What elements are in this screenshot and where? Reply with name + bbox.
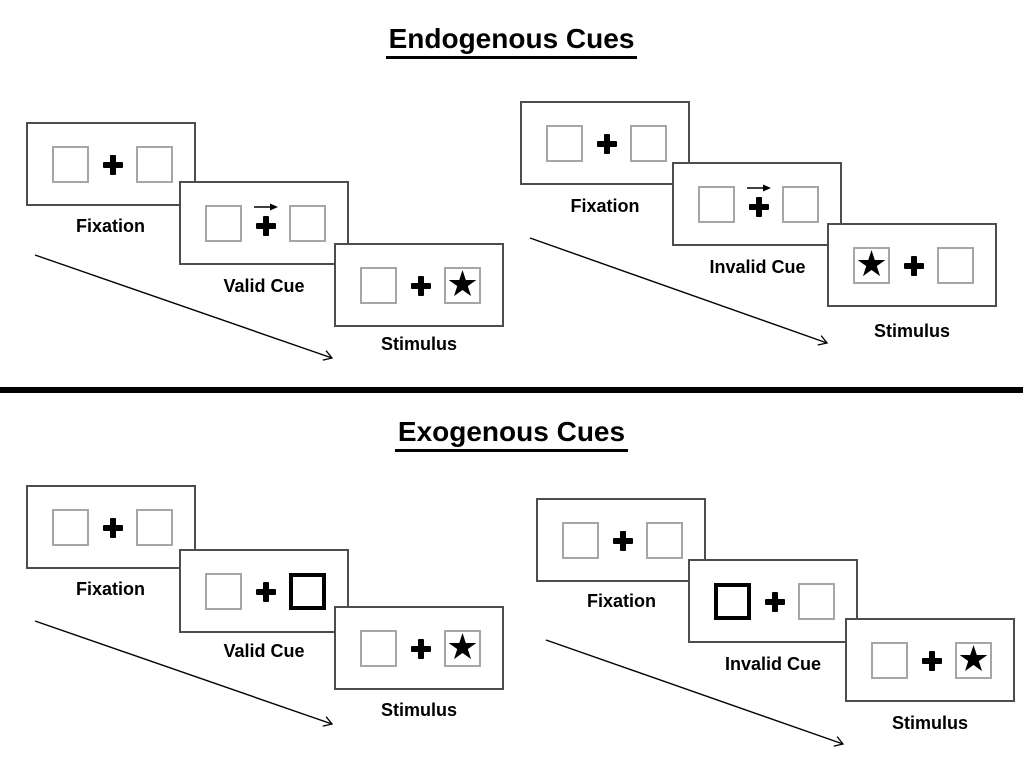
fixation-cross-icon [922,651,942,671]
target-box-right: ★ [444,263,481,305]
screen-stimulus: ★ [334,243,504,327]
screen-fixation [26,485,196,569]
placeholder-box-left [360,267,397,304]
screen-stimulus: ★ [827,223,997,307]
star-stimulus-icon: ★ [855,243,888,285]
fixation-cross-icon [103,518,123,538]
timeline-arrow [529,237,829,346]
fixation-cross-icon [411,639,431,659]
star-stimulus-icon: ★ [446,263,479,305]
placeholder-box-right [289,205,326,242]
screen-fixation [26,122,196,206]
fixation-cross-icon [256,216,276,236]
placeholder-box-left [52,146,89,183]
label-invalid-cue: Invalid Cue [709,257,806,277]
placeholder-box-left [360,630,397,667]
section-divider [0,387,1023,393]
timeline-arrow [545,639,845,747]
label-valid-cue: Valid Cue [223,276,305,296]
screen-valid-cue [179,549,349,633]
screen-stimulus: ★ [334,606,504,690]
cue-highlight-box-left [714,583,751,620]
placeholder-box-right [136,509,173,546]
timeline-arrow [34,254,334,361]
label-fixation: Fixation [75,216,145,236]
fixation-cross-icon [765,592,785,612]
placeholder-box-right [782,186,819,223]
placeholder-box-left [52,509,89,546]
cue-highlight-box-right [289,573,326,610]
screen-stimulus: ★ [845,618,1015,702]
label-stimulus: Stimulus [380,700,457,720]
label-valid-cue: Valid Cue [223,641,305,661]
cue-arrow-right-icon [254,203,278,211]
placeholder-box-left [205,573,242,610]
placeholder-box-left [546,125,583,162]
screen-valid-cue [179,181,349,265]
cue-arrow-right-icon [747,184,771,192]
fixation-cross-icon [613,531,633,551]
placeholder-box-left [205,205,242,242]
placeholder-box-left [698,186,735,223]
fixation-cross-icon [103,155,123,175]
timeline-arrow [34,620,334,727]
screen-invalid-cue [688,559,858,643]
placeholder-box-right [798,583,835,620]
placeholder-box-right [630,125,667,162]
star-stimulus-icon: ★ [957,638,990,680]
label-stimulus: Stimulus [891,713,968,733]
fixation-cross-icon [256,582,276,602]
target-box-right: ★ [444,626,481,668]
label-fixation: Fixation [75,579,145,599]
fixation-cross-icon [411,276,431,296]
fixation-cross-icon [904,256,924,276]
label-stimulus: Stimulus [380,334,457,354]
placeholder-box-right [646,522,683,559]
section-title-exogenous: Exogenous Cues [394,416,629,453]
fixation-cross-icon [749,197,769,217]
placeholder-box-right [937,247,974,284]
section-endogenous-header: Endogenous Cues [0,23,1023,60]
screen-fixation [536,498,706,582]
placeholder-box-left [562,522,599,559]
placeholder-box-left [871,642,908,679]
label-invalid-cue: Invalid Cue [724,654,822,674]
target-box-right: ★ [955,638,992,680]
section-title-endogenous: Endogenous Cues [385,23,638,60]
screen-fixation [520,101,690,185]
target-box-left: ★ [853,243,890,285]
fixation-cross-icon [597,134,617,154]
label-fixation: Fixation [586,591,656,611]
label-fixation: Fixation [570,196,640,216]
label-stimulus: Stimulus [873,321,950,341]
star-stimulus-icon: ★ [446,626,479,668]
screen-invalid-cue [672,162,842,246]
section-exogenous-header: Exogenous Cues [0,416,1023,453]
placeholder-box-right [136,146,173,183]
